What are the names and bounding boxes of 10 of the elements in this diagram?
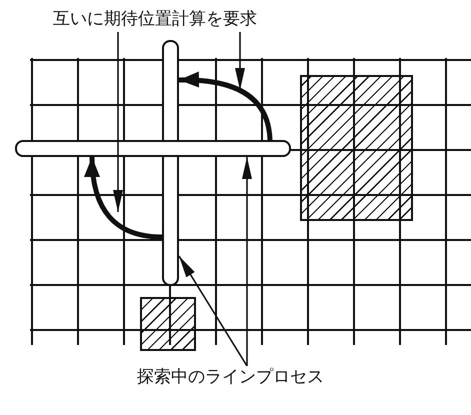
leader-line xyxy=(178,256,248,366)
curved-arrow xyxy=(84,156,162,240)
horizontal-bar xyxy=(15,140,291,157)
hatched-square xyxy=(300,75,413,221)
hatched-square xyxy=(140,297,196,351)
leader-line xyxy=(242,157,252,366)
curved-arrow xyxy=(178,72,272,140)
leader-line xyxy=(113,32,123,212)
leader-line xyxy=(235,32,245,90)
vertical-bar xyxy=(162,40,179,286)
